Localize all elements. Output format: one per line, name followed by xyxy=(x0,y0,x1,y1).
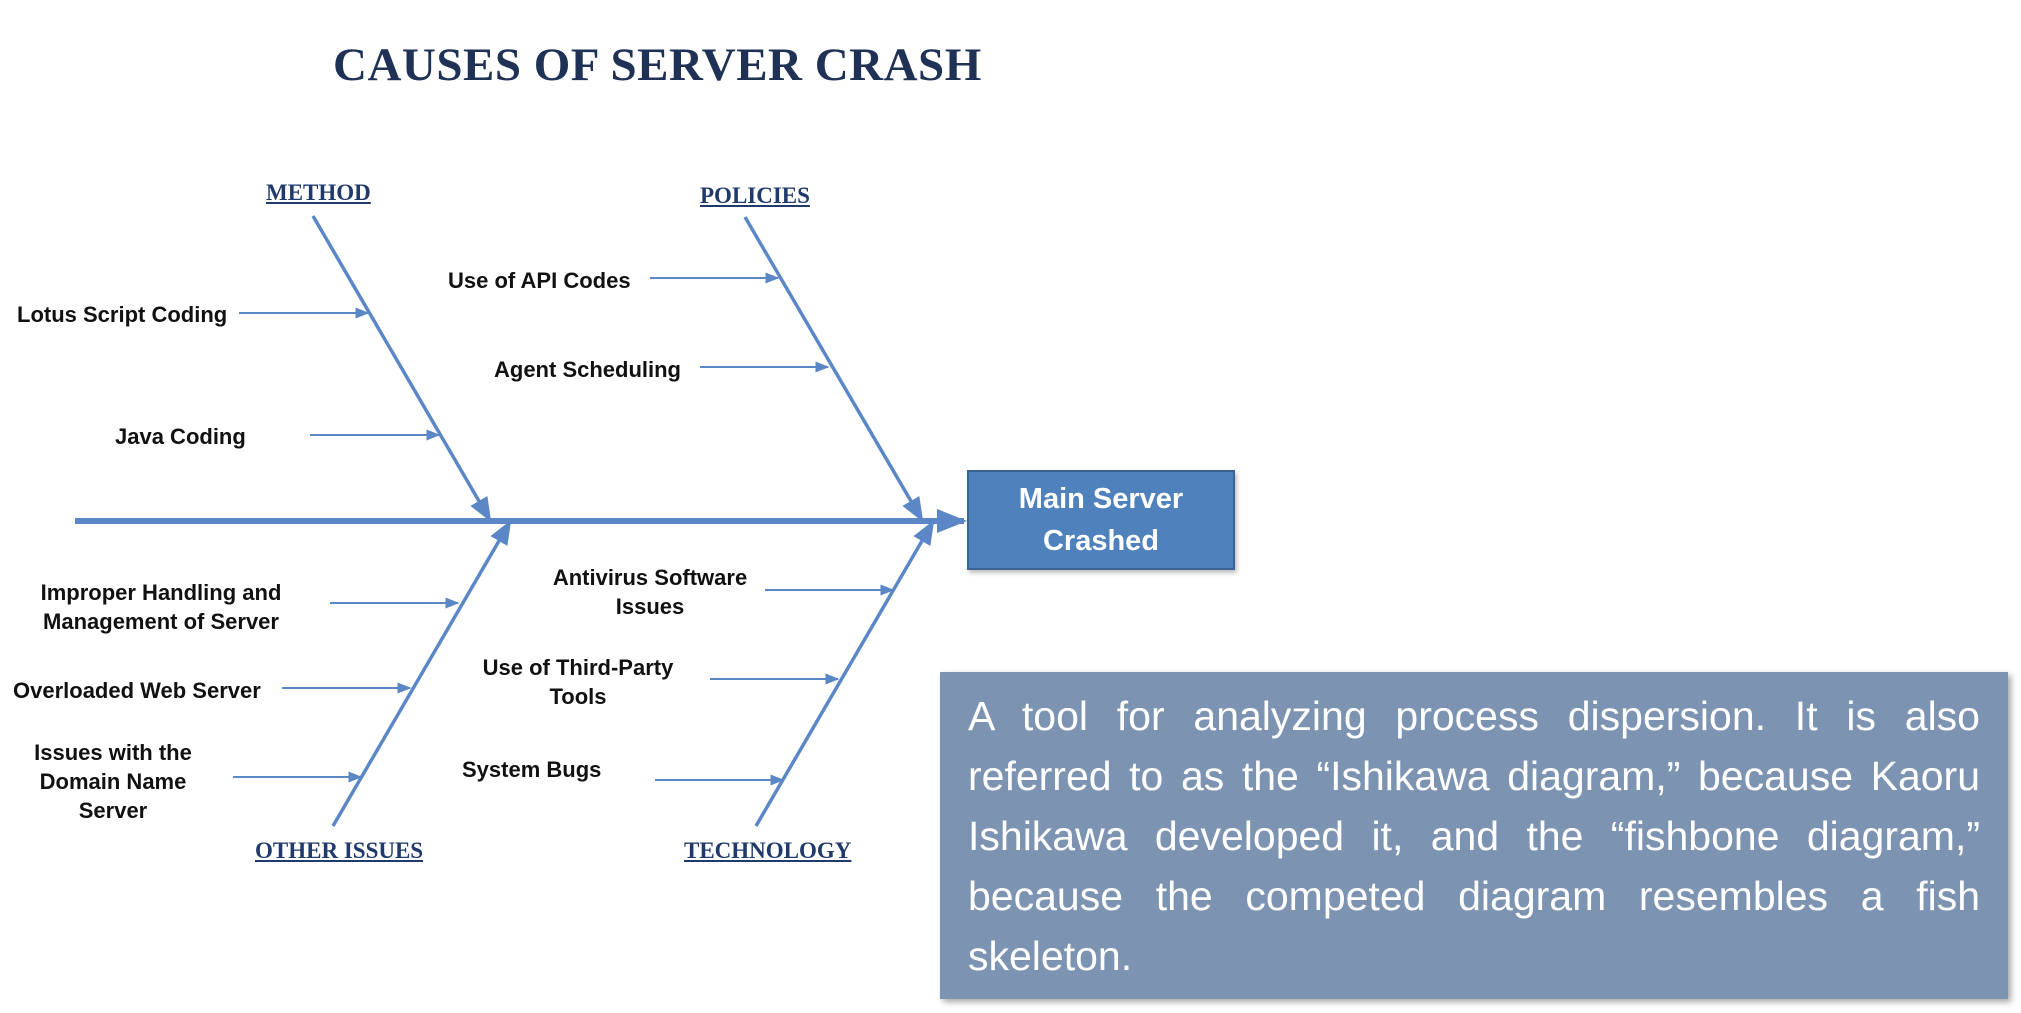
cause-overloaded-web-server: Overloaded Web Server xyxy=(13,678,261,703)
cause-agent-scheduling: Agent Scheduling xyxy=(494,357,681,382)
cause-domain-name-server: Issues with the Domain Name Server xyxy=(34,740,192,823)
diagram-title: CAUSES OF SERVER CRASH xyxy=(333,39,982,91)
cause-antivirus-software: Antivirus Software Issues xyxy=(552,565,748,619)
effect-box: Main Server Crashed xyxy=(967,470,1235,570)
category-other-issues: OTHER ISSUES xyxy=(255,838,424,863)
bone-other-issues xyxy=(331,519,512,827)
category-technology: TECHNOLOGY xyxy=(684,838,852,863)
cause-system-bugs: System Bugs xyxy=(462,757,602,782)
bone-technology xyxy=(754,519,935,827)
bone-policies xyxy=(743,216,924,523)
cause-java-coding: Java Coding xyxy=(115,424,246,449)
description-note: A tool for analyzing process dispersion.… xyxy=(940,672,2008,999)
cause-use-of-api-codes: Use of API Codes xyxy=(448,268,631,293)
category-policies: POLICIES xyxy=(700,183,810,208)
cause-improper-handling: Improper Handling and Management of Serv… xyxy=(40,580,282,634)
category-method: METHOD xyxy=(266,180,371,205)
cause-lotus-script-coding: Lotus Script Coding xyxy=(17,302,228,327)
effect-label: Main Server Crashed xyxy=(1018,483,1184,557)
cause-third-party-tools: Use of Third-Party Tools xyxy=(482,655,674,709)
bone-method xyxy=(311,215,492,523)
